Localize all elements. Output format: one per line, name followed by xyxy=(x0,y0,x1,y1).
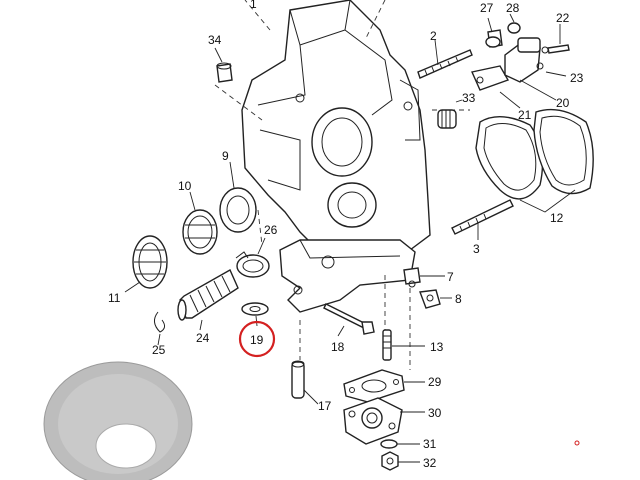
callout-1: 1 xyxy=(250,0,257,11)
callout-23: 23 xyxy=(570,71,584,85)
clamp-part-26 xyxy=(235,237,270,278)
red-dot-mark xyxy=(574,440,580,446)
callout-3: 3 xyxy=(473,242,480,256)
pin-part-17 xyxy=(291,360,319,405)
callout-24: 24 xyxy=(196,331,210,345)
callout-34: 34 xyxy=(208,33,222,47)
callout-33: 33 xyxy=(462,91,476,105)
callout-18: 18 xyxy=(331,340,345,354)
fitting-part-7 xyxy=(403,267,445,288)
callout-12: 12 xyxy=(550,211,564,225)
elbow-fitting-assembly xyxy=(471,13,570,109)
bolt-part-18 xyxy=(323,303,375,337)
callout-26: 26 xyxy=(264,223,278,237)
callout-labels: 1 2 3 7 8 9 10 11 12 13 17 18 19 20 21 2… xyxy=(108,0,584,470)
gasket-part-29 xyxy=(343,369,425,403)
callout-20: 20 xyxy=(556,96,570,110)
gaskets-part-12 xyxy=(475,108,594,213)
nut-part-32 xyxy=(381,451,420,471)
callout-11: 11 xyxy=(108,291,121,305)
stud-part-2 xyxy=(417,39,473,79)
stud-part-13 xyxy=(382,329,425,361)
seal-part-9 xyxy=(219,161,257,233)
pump-part-30 xyxy=(343,397,425,445)
callout-21: 21 xyxy=(518,108,532,122)
plug-part-34 xyxy=(214,47,233,83)
callout-7: 7 xyxy=(447,270,454,284)
callout-2: 2 xyxy=(430,29,437,43)
bearing-part-10 xyxy=(182,191,218,255)
housing-part-1 xyxy=(241,0,431,313)
callout-27: 27 xyxy=(480,1,494,15)
callout-8: 8 xyxy=(455,292,462,306)
callout-32: 32 xyxy=(423,456,437,470)
stud-part-3 xyxy=(451,199,514,240)
callout-19: 19 xyxy=(250,333,264,347)
roller-part-33 xyxy=(437,99,463,129)
callout-22: 22 xyxy=(556,11,570,25)
callout-28: 28 xyxy=(506,1,520,15)
clip-part-25 xyxy=(154,311,166,346)
callout-17: 17 xyxy=(318,399,332,413)
callout-10: 10 xyxy=(178,179,192,193)
washer-part-19 xyxy=(241,302,269,327)
callout-25: 25 xyxy=(152,343,166,357)
washer-photo-inset xyxy=(43,361,193,480)
clamp-part-8 xyxy=(419,289,452,309)
callout-31: 31 xyxy=(423,437,437,451)
alignment-lines xyxy=(214,0,470,370)
callout-29: 29 xyxy=(428,375,442,389)
callout-13: 13 xyxy=(430,340,444,354)
bellows-part-24 xyxy=(177,269,239,331)
highlight-circle-19 xyxy=(238,320,276,358)
oring-part-31 xyxy=(380,439,420,449)
callout-9: 9 xyxy=(222,149,229,163)
clamp-part-11 xyxy=(124,235,168,293)
callout-30: 30 xyxy=(428,406,442,420)
